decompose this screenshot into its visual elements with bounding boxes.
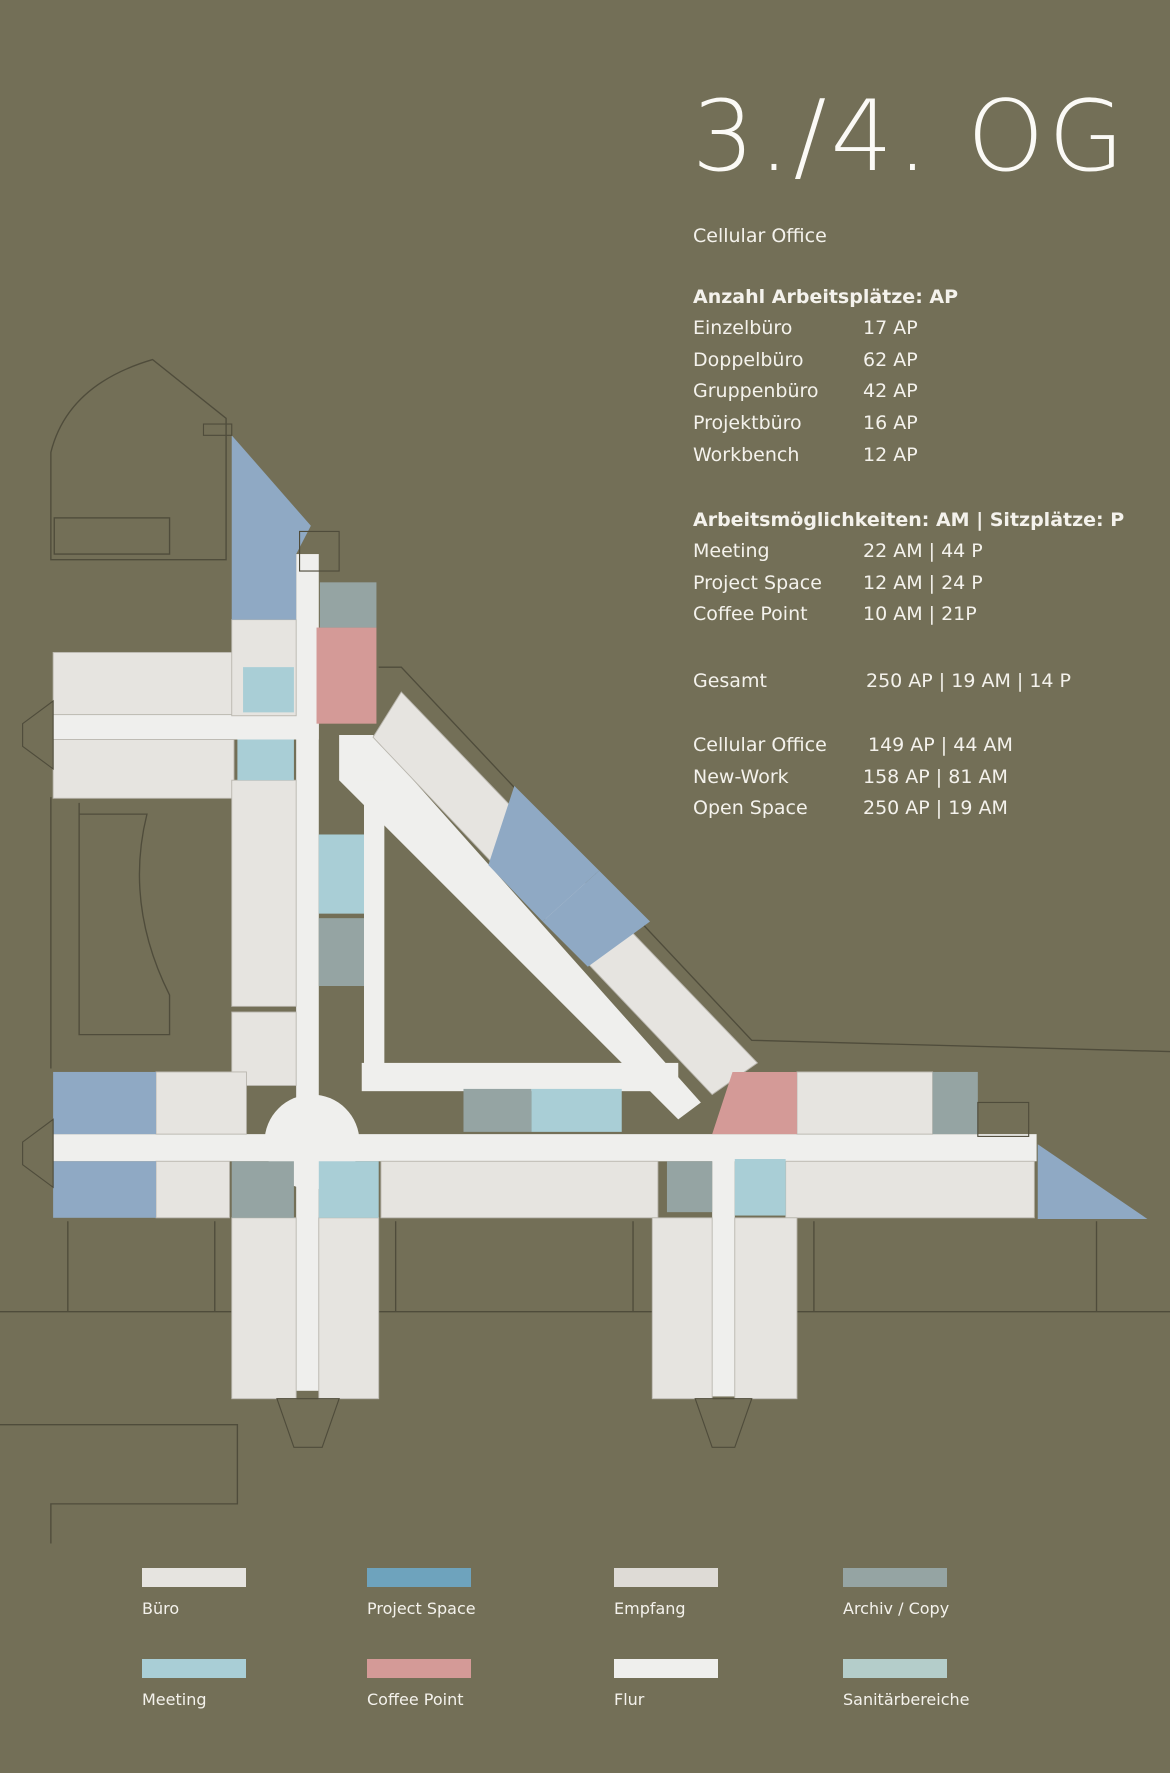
stat-value: 158 AP | 81 AM bbox=[863, 765, 1008, 788]
stat-value: 250 AP | 19 AM | 14 P bbox=[866, 670, 1072, 692]
stat-label: Gesamt bbox=[693, 670, 767, 692]
legend-label: Coffee Point bbox=[367, 1690, 464, 1709]
stat-row: Doppelbüro 62 AP bbox=[693, 345, 958, 377]
stat-row: Project Space 12 AM | 24 P bbox=[693, 568, 1124, 600]
legend-label: Project Space bbox=[367, 1599, 476, 1618]
legend-item-sanitaer: Sanitärbereiche bbox=[843, 1659, 970, 1709]
workplaces-section: Anzahl Arbeitsplätze: AP Einzelbüro 17 AP… bbox=[693, 286, 958, 471]
legend-swatch bbox=[843, 1659, 947, 1678]
stat-label: Projektbüro bbox=[693, 412, 802, 435]
stat-row: Gesamt 250 AP | 19 AM | 14 P bbox=[693, 666, 1071, 698]
legend-swatch bbox=[614, 1659, 718, 1678]
workplaces-heading: Anzahl Arbeitsplätze: AP bbox=[693, 286, 959, 308]
stair-cores bbox=[22, 423, 1030, 1448]
page-title: 3./4. OG bbox=[692, 80, 1129, 194]
stat-value: 62 AP bbox=[863, 348, 918, 371]
stat-row: Einzelbüro 17 AP bbox=[693, 313, 958, 345]
stat-value: 22 AM | 44 P bbox=[863, 540, 983, 562]
legend-item-meeting: Meeting bbox=[142, 1659, 246, 1709]
stat-value: 17 AP bbox=[863, 317, 918, 339]
stat-label: Open Space bbox=[693, 797, 808, 820]
stat-label: Workbench bbox=[693, 443, 800, 466]
total-section: Gesamt 250 AP | 19 AM | 14 P bbox=[693, 666, 1071, 698]
stat-row: Meeting 22 AM | 44 P bbox=[693, 536, 1124, 568]
legend-item-coffee-point: Coffee Point bbox=[367, 1659, 471, 1709]
legend-label: Büro bbox=[142, 1599, 180, 1618]
legend-label: Empfang bbox=[614, 1599, 686, 1618]
stat-row: Cellular Office 149 AP | 44 AM bbox=[693, 730, 1013, 762]
stat-label: Gruppenbüro bbox=[693, 380, 819, 403]
stat-row: Workbench 12 AP bbox=[693, 440, 958, 472]
stat-label: Doppelbüro bbox=[693, 348, 804, 371]
stat-value: 12 AP bbox=[863, 443, 918, 466]
legend-label: Sanitärbereiche bbox=[843, 1690, 970, 1709]
comparison-section: Cellular Office 149 AP | 44 AM New-Work 15… bbox=[693, 730, 1013, 825]
stat-value: 250 AP | 19 AM bbox=[863, 797, 1008, 820]
stat-row: Coffee Point 10 AM | 21P bbox=[693, 599, 1124, 631]
legend-label: Flur bbox=[614, 1690, 645, 1709]
legend-swatch bbox=[142, 1568, 246, 1587]
stat-row: Gruppenbüro 42 AP bbox=[693, 376, 958, 408]
stat-value: 16 AP bbox=[863, 412, 918, 435]
stat-row: New-Work 158 AP | 81 AM bbox=[693, 762, 1008, 794]
opportunities-heading: Arbeitsmöglichkeiten: AM | Sitzplätze: P bbox=[693, 509, 1125, 531]
stat-label: New-Work bbox=[693, 765, 789, 788]
stat-label: Coffee Point bbox=[693, 603, 808, 626]
stat-label: Meeting bbox=[693, 540, 770, 562]
legend-item-empfang: Empfang bbox=[614, 1568, 718, 1618]
opportunities-section: Arbeitsmöglichkeiten: AM | Sitzplätze: P… bbox=[693, 509, 1124, 631]
stat-label: Project Space bbox=[693, 571, 822, 594]
archive-sanitary bbox=[231, 582, 978, 1218]
legend-swatch bbox=[142, 1659, 246, 1678]
stat-row: Open Space 250 AP | 19 AM bbox=[693, 793, 1008, 825]
meeting-rooms bbox=[237, 667, 786, 1218]
stat-label: Cellular Office bbox=[693, 734, 827, 756]
stat-row: Projektbüro 16 AP bbox=[693, 408, 958, 440]
stat-label: Einzelbüro bbox=[693, 317, 793, 339]
corridors bbox=[53, 554, 1037, 1397]
layout-type: Cellular Office bbox=[693, 225, 827, 247]
stat-value: 10 AM | 21P bbox=[863, 603, 977, 626]
legend-label: Meeting bbox=[142, 1690, 207, 1709]
legend-swatch bbox=[843, 1568, 947, 1587]
legend-item-archiv-copy: Archiv / Copy bbox=[843, 1568, 949, 1618]
legend-item-buero: Büro bbox=[142, 1568, 246, 1618]
legend-item-flur: Flur bbox=[614, 1659, 718, 1709]
stat-value: 12 AM | 24 P bbox=[863, 571, 983, 594]
legend-swatch bbox=[367, 1659, 471, 1678]
coffee-points bbox=[316, 627, 797, 1135]
legend-swatch bbox=[367, 1568, 471, 1587]
legend-item-project-space: Project Space bbox=[367, 1568, 476, 1618]
legend-swatch bbox=[614, 1568, 718, 1587]
legend-label: Archiv / Copy bbox=[843, 1599, 950, 1618]
stat-value: 42 AP bbox=[863, 380, 918, 403]
stat-value: 149 AP | 44 AM bbox=[868, 734, 1013, 756]
